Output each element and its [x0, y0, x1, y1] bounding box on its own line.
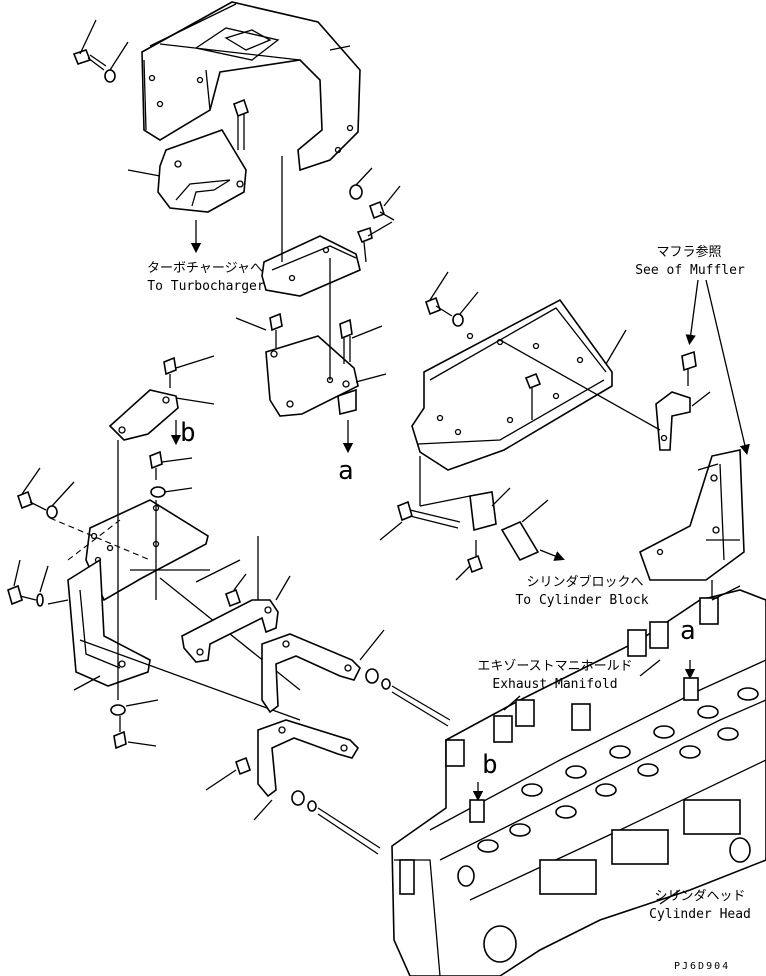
manifold-heat-shield [411, 298, 613, 471]
washer-bolt-right [349, 167, 401, 221]
ref-b-upper: b [180, 418, 196, 448]
cylinder-block-bolt [379, 456, 565, 581]
muffler-bracket [499, 279, 750, 600]
cylinder-head-label-en: Cylinder Head [649, 907, 751, 922]
exhaust-manifold-label-jp: エキゾーストマニホールド [477, 659, 633, 674]
guide-lines-left [79, 440, 301, 721]
exhaust-manifold-label-en: Exhaust Manifold [492, 677, 618, 692]
cylinder-head-label-jp: シリンダヘッド [654, 889, 746, 904]
bolt-top-left [72, 19, 129, 83]
guide-lines-top [281, 156, 331, 380]
ref-b-lower: b [482, 750, 498, 780]
muffler-label-en: See of Muffler [635, 263, 745, 278]
ref-a-upper: a [338, 456, 354, 486]
turbo-bracket [157, 129, 247, 213]
center-plate [235, 312, 387, 454]
leader-lines-top [127, 45, 351, 177]
turbocharger-label-jp: ターボチャージャへ [147, 261, 263, 276]
stud-nut-upper [365, 668, 451, 727]
bolt-vertical-1 [233, 98, 249, 150]
turbocharger-label-en: To Turbocharger [147, 279, 265, 294]
manifold-bracket-middle [261, 629, 385, 714]
left-lower-bracket [7, 558, 159, 750]
cylinder-head [391, 585, 766, 976]
manifold-bracket-upper [181, 536, 291, 663]
drawing-code: PJ6D904 [674, 961, 731, 972]
bolt-manifold-shield [425, 271, 627, 420]
stud-nut-lower [291, 790, 381, 855]
left-plate [17, 467, 209, 602]
ref-a-lower: a [680, 616, 696, 646]
cylinder-block-label-jp: シリンダブロックへ [526, 575, 644, 590]
muffler-label-jp: マフラ参照 [656, 245, 722, 260]
manifold-bracket-lower [205, 719, 360, 821]
center-small-bracket [261, 221, 393, 297]
left-upper-bracket [108, 355, 215, 498]
cylinder-block-label-en: To Cylinder Block [515, 593, 649, 608]
turbo-heat-shield [141, 1, 361, 172]
